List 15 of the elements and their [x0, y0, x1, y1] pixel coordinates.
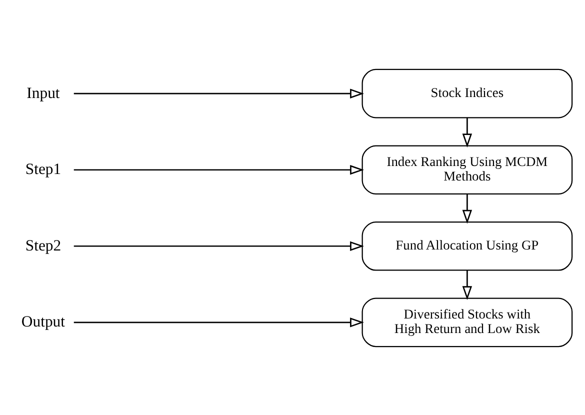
node-text: Output: [21, 313, 66, 330]
node-box: Stock Indices: [362, 68, 573, 118]
node-box: Fund Allocation Using GP: [362, 220, 573, 270]
node-box: Diversified Stocks with High Return and Low Risk: [362, 297, 573, 347]
arrow: [74, 88, 364, 98]
arrow: [74, 317, 364, 327]
node-text: Step2: [25, 236, 62, 254]
node-text: Input: [26, 84, 60, 102]
arrow: [462, 270, 472, 300]
node-box: Index Ranking Using MCDM Methods: [362, 144, 573, 194]
arrow: [74, 164, 364, 174]
arrow: [74, 240, 364, 250]
arrow: [462, 117, 472, 148]
node-text: Step1: [25, 160, 62, 178]
arrow: [462, 194, 472, 224]
